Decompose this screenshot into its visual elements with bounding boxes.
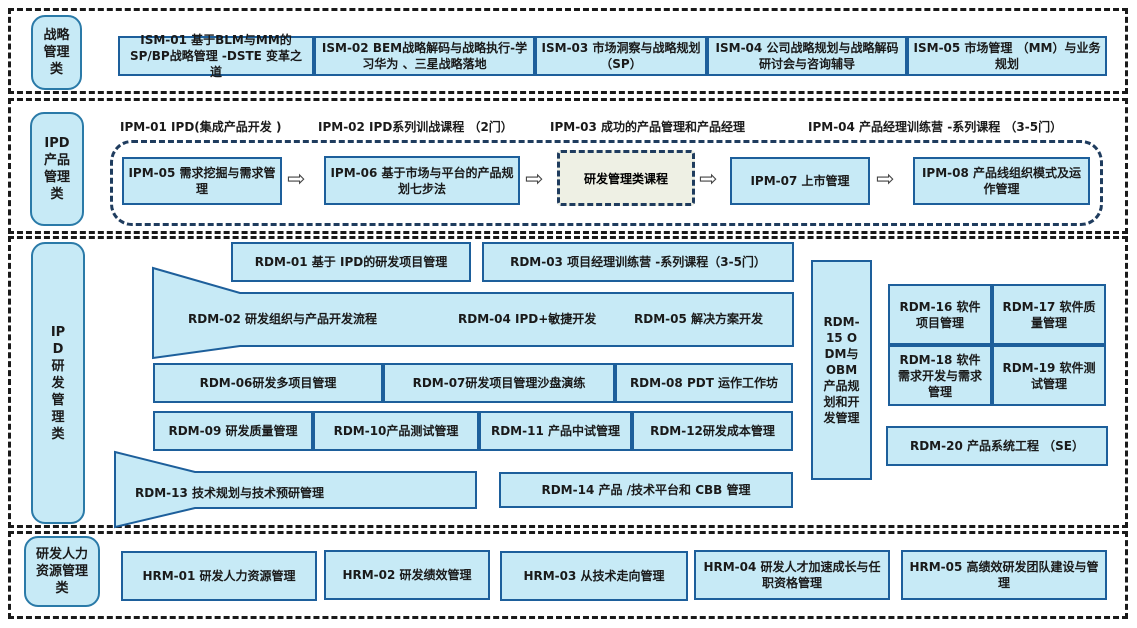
flow-arrow-icon: ⇨ bbox=[525, 167, 544, 192]
course-box-rdm-15[interactable]: RDM-15 ODM与OBM产品规划和开发管理 bbox=[811, 260, 872, 480]
rd-hr-section-label: 研发人力资源管理类 bbox=[24, 536, 100, 607]
course-box-hrm-05[interactable]: HRM-05 高绩效研发团队建设与管理 bbox=[901, 550, 1107, 600]
course-box-ipm-08[interactable]: IPM-08 产品线组织模式及运作管理 bbox=[913, 157, 1090, 205]
course-box-rdm-17[interactable]: RDM-17 软件质量管理 bbox=[992, 284, 1106, 345]
course-text-ipm-03[interactable]: IPM-03 成功的产品管理和产品经理 bbox=[550, 120, 746, 134]
course-box-ism-03[interactable]: ISM-03 市场洞察与战略规划 （SP） bbox=[535, 36, 707, 76]
course-box-rdm-06[interactable]: RDM-06研发多项目管理 bbox=[153, 363, 383, 403]
course-box-ipm-05[interactable]: IPM-05 需求挖掘与需求管理 bbox=[122, 157, 282, 205]
course-box-rdm-01[interactable]: RDM-01 基于 IPD的研发项目管理 bbox=[231, 242, 471, 282]
rd-hr-section bbox=[8, 531, 1128, 619]
course-text-rdm-05[interactable]: RDM-05 解决方案开发 bbox=[634, 312, 764, 326]
strategy-section bbox=[8, 8, 1128, 94]
ipd-product-section bbox=[8, 98, 1128, 234]
strategy-section-label: 战略管理类 bbox=[31, 15, 82, 90]
course-box-ism-01[interactable]: ISM-01 基于BLM与MM的SP/BP战略管理 -DSTE 变革之道 bbox=[118, 33, 314, 79]
course-text-ipm-04[interactable]: IPM-04 产品经理训练营 -系列课程 （3-5门） bbox=[808, 120, 1063, 134]
course-box-rdm-20[interactable]: RDM-20 产品系统工程 （SE） bbox=[886, 426, 1108, 466]
course-box-ism-02[interactable]: ISM-02 BEM战略解码与战略执行-学习华为 、三星战略落地 bbox=[314, 36, 535, 76]
flow-arrow-icon: ⇨ bbox=[287, 167, 306, 192]
course-box-ipm-06[interactable]: IPM-06 基于市场与平台的产品规划七步法 bbox=[324, 156, 520, 205]
course-box-hrm-04[interactable]: HRM-04 研发人才加速成长与任职资格管理 bbox=[694, 550, 890, 600]
course-text-ipm-02[interactable]: IPM-02 IPD系列训战课程 （2门） bbox=[318, 120, 513, 134]
course-box-rdm-03[interactable]: RDM-03 项目经理训练营 -系列课程（3-5门） bbox=[482, 242, 794, 282]
course-box-hrm-03[interactable]: HRM-03 从技术走向管理 bbox=[500, 551, 688, 601]
course-box-rdm-19[interactable]: RDM-19 软件测试管理 bbox=[992, 345, 1106, 406]
flow-arrow-icon: ⇨ bbox=[699, 167, 718, 192]
course-box-rdm-14[interactable]: RDM-14 产品 /技术平台和 CBB 管理 bbox=[499, 472, 793, 508]
course-text-rdm-04[interactable]: RDM-04 IPD+敏捷开发 bbox=[458, 312, 597, 326]
course-text-rdm-13[interactable]: RDM-13 技术规划与技术预研管理 bbox=[135, 486, 325, 500]
course-box-rdm-08[interactable]: RDM-08 PDT 运作工作坊 bbox=[615, 363, 793, 403]
course-box-ipm-07[interactable]: IPM-07 上市管理 bbox=[730, 157, 870, 205]
course-box-rdm-16[interactable]: RDM-16 软件项目管理 bbox=[888, 284, 992, 345]
rd-course-placeholder-box[interactable]: 研发管理类课程 bbox=[557, 150, 695, 206]
course-text-ipm-01[interactable]: IPM-01 IPD(集成产品开发 ) bbox=[120, 120, 282, 134]
course-box-ism-04[interactable]: ISM-04 公司战略规划与战略解码研讨会与咨询辅导 bbox=[707, 36, 907, 76]
product-flow-outline bbox=[110, 140, 1103, 226]
course-box-rdm-10[interactable]: RDM-10产品测试管理 bbox=[313, 411, 479, 451]
ipd-rd-section-label: IPD研发管理类 bbox=[31, 242, 85, 524]
course-box-hrm-02[interactable]: HRM-02 研发绩效管理 bbox=[324, 550, 490, 600]
course-text-rdm-02[interactable]: RDM-02 研发组织与产品开发流程 bbox=[188, 312, 378, 326]
course-box-rdm-09[interactable]: RDM-09 研发质量管理 bbox=[153, 411, 313, 451]
course-box-rdm-11[interactable]: RDM-11 产品中试管理 bbox=[479, 411, 632, 451]
course-box-ism-05[interactable]: ISM-05 市场管理 （MM）与业务规划 bbox=[907, 36, 1107, 76]
course-box-hrm-01[interactable]: HRM-01 研发人力资源管理 bbox=[121, 551, 317, 601]
course-box-rdm-12[interactable]: RDM-12研发成本管理 bbox=[632, 411, 793, 451]
flow-arrow-icon: ⇨ bbox=[876, 167, 895, 192]
ipd-rd-section bbox=[8, 236, 1128, 528]
course-box-rdm-18[interactable]: RDM-18 软件需求开发与需求管理 bbox=[888, 345, 992, 406]
ipd-product-section-label: IPD产品管理类 bbox=[30, 112, 84, 226]
course-box-rdm-07[interactable]: RDM-07研发项目管理沙盘演练 bbox=[383, 363, 615, 403]
